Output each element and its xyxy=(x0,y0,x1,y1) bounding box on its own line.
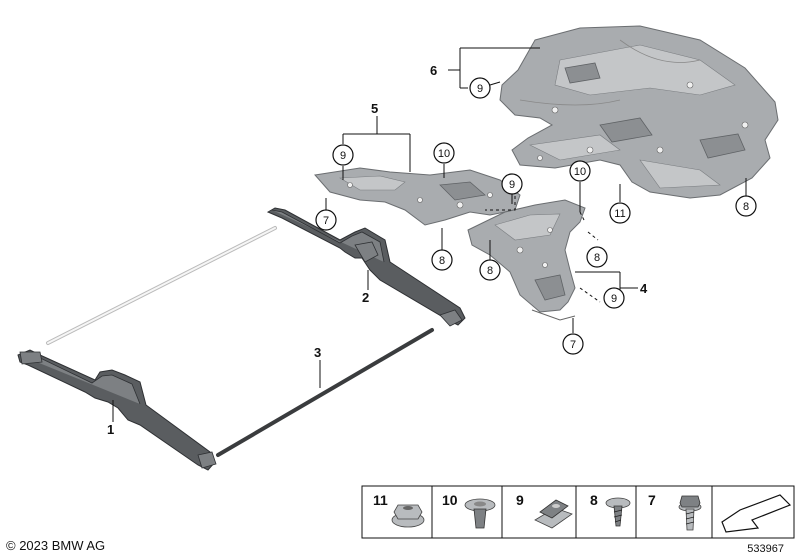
center-panel-part-4 xyxy=(467,199,586,321)
circled-number-8-left: 8 xyxy=(431,249,453,271)
side-panel-part-5 xyxy=(314,167,521,226)
legend-number-11: 11 xyxy=(373,492,388,508)
circled-number-label: 11 xyxy=(614,208,625,220)
underbody-shield-part-6 xyxy=(499,25,779,199)
circled-number-label: 9 xyxy=(509,179,515,191)
callout-3: 3 xyxy=(314,345,321,360)
circled-number-label: 9 xyxy=(340,150,346,162)
callout-6: 6 xyxy=(430,63,437,78)
callout-4: 4 xyxy=(640,281,648,296)
circled-number-label: 10 xyxy=(438,148,450,160)
circled-number-9-center: 9 xyxy=(501,173,523,195)
sealing-strip-upper xyxy=(46,226,277,345)
circled-number-8-center: 8 xyxy=(479,259,501,281)
circled-number-label: 7 xyxy=(323,215,329,227)
fastener-legend: 11 10 9 8 7 xyxy=(361,485,795,539)
circled-number-9-panel: 9 xyxy=(332,144,354,166)
callout-2: 2 xyxy=(362,290,369,305)
sealing-frame-part-1 xyxy=(17,349,217,471)
circled-number-8-shield: 8 xyxy=(735,195,757,217)
hex-bolt-icon xyxy=(678,495,702,531)
expanding-rivet-icon xyxy=(464,498,496,529)
circled-number-7-left: 7 xyxy=(315,209,337,231)
legend-number-10: 10 xyxy=(442,492,458,508)
circled-number-label: 8 xyxy=(743,201,749,213)
sealing-strip-part-3 xyxy=(216,328,434,457)
circled-number-10-center: 10 xyxy=(569,160,591,182)
diagram-id: 533967 xyxy=(747,543,784,555)
circled-number-label: 10 xyxy=(574,166,586,178)
circled-number-label: 8 xyxy=(439,255,445,267)
circled-number-label: 7 xyxy=(570,339,576,351)
callout-1: 1 xyxy=(107,422,114,437)
circled-number-9-right: 9 xyxy=(603,287,625,309)
circled-number-8-right: 8 xyxy=(586,246,608,268)
circled-number-label: 8 xyxy=(487,265,493,277)
clip-nut-icon xyxy=(534,499,573,529)
circled-number-label: 9 xyxy=(477,83,483,95)
plastic-screw-icon xyxy=(605,497,631,527)
circled-number-11: 11 xyxy=(609,202,631,224)
circled-number-9-shield: 9 xyxy=(469,77,491,99)
copyright-text: © 2023 BMW AG xyxy=(6,538,106,553)
legend-number-7: 7 xyxy=(648,492,656,508)
legend-number-9: 9 xyxy=(516,492,524,508)
callout-5: 5 xyxy=(371,101,378,116)
sealing-frame-part-2 xyxy=(266,207,466,327)
legend-number-8: 8 xyxy=(590,492,598,508)
circled-number-label: 9 xyxy=(611,293,617,305)
flange-nut-icon xyxy=(391,504,425,528)
direction-arrow-icon xyxy=(721,494,792,533)
circled-number-7-right: 7 xyxy=(562,333,584,355)
circled-number-label: 8 xyxy=(594,252,600,264)
circled-number-10-panel: 10 xyxy=(433,142,455,164)
